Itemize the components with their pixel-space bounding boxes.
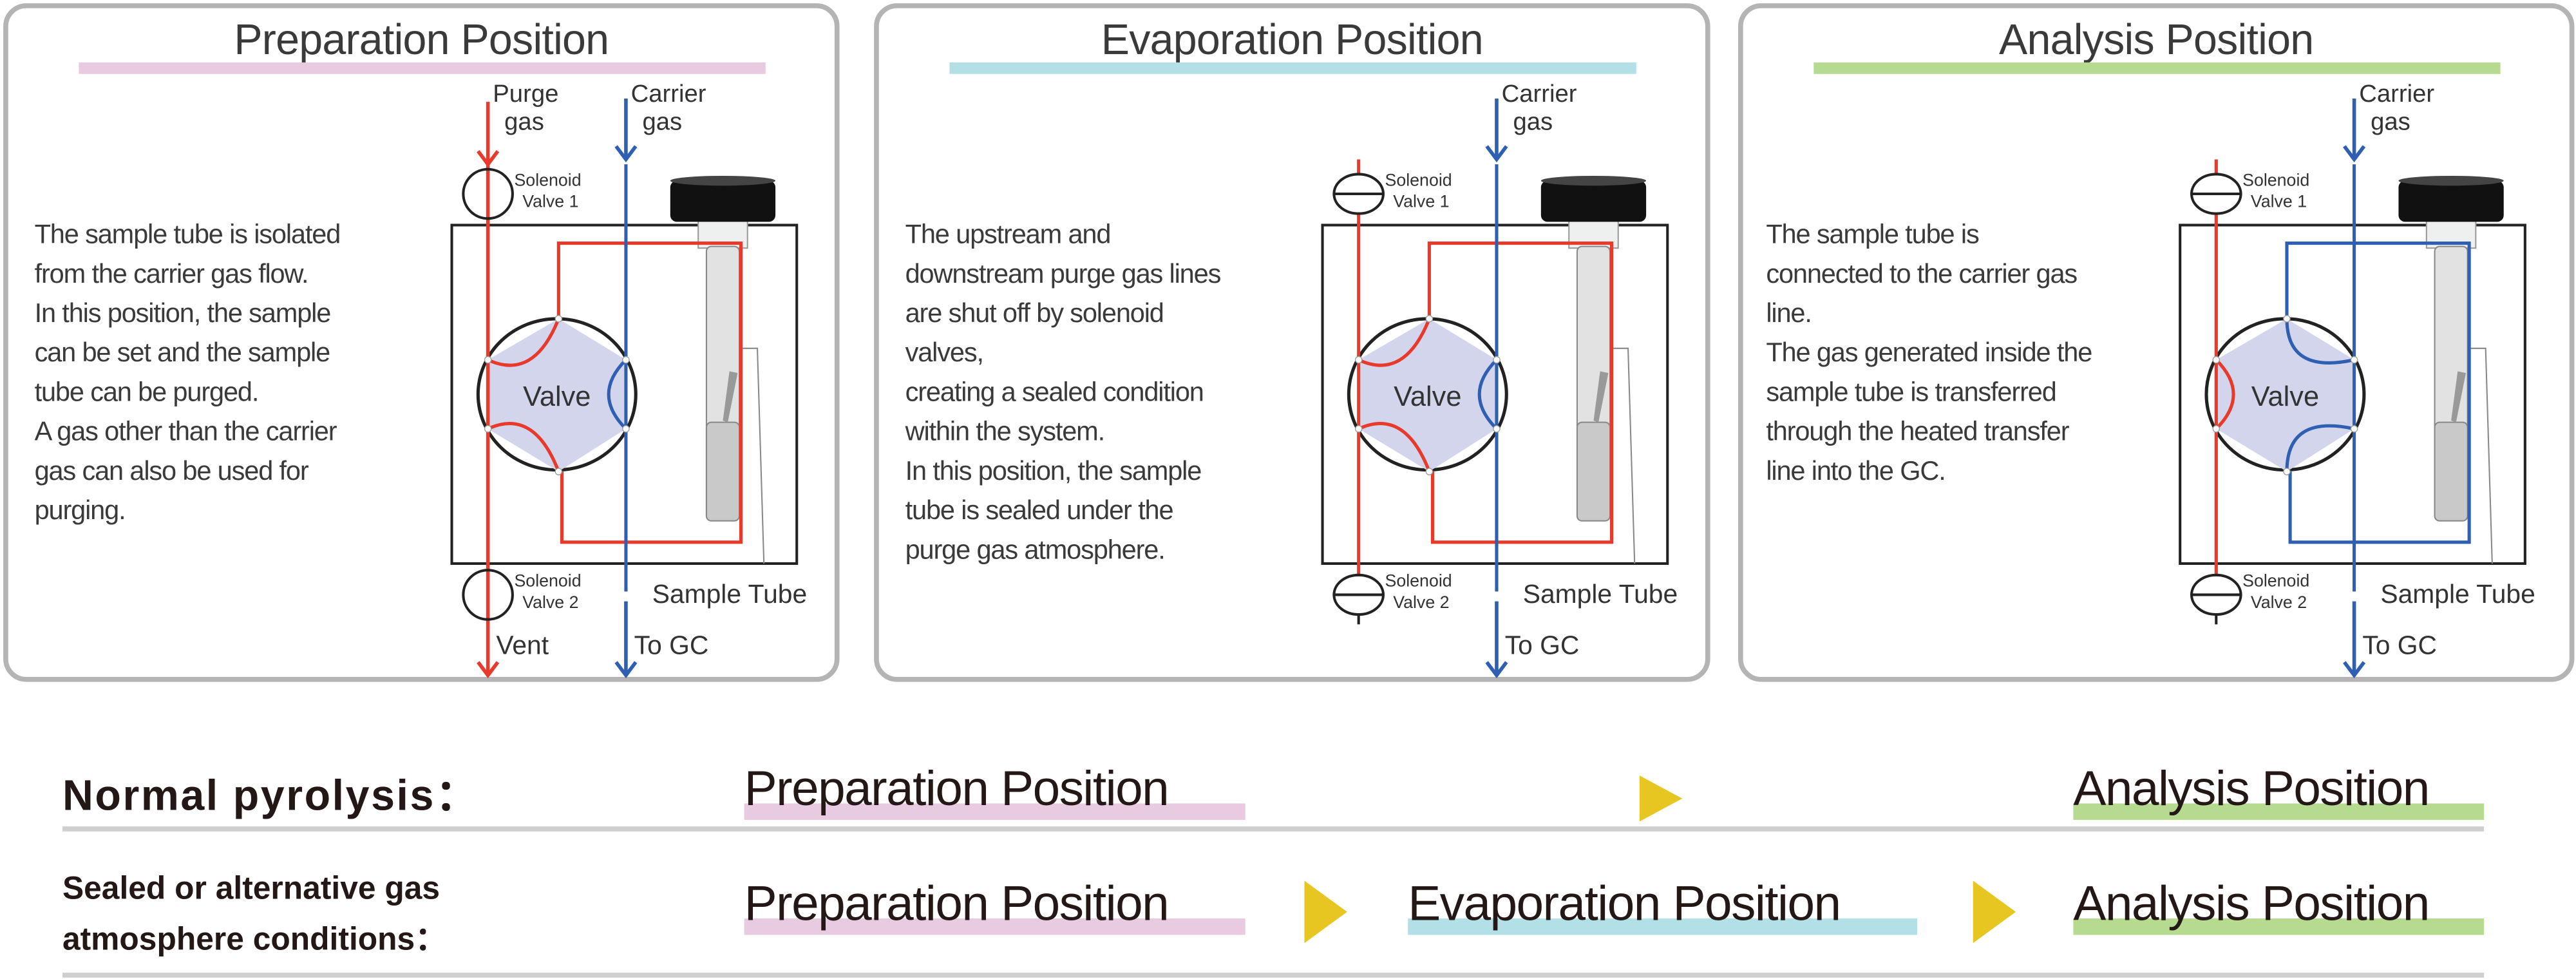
panel-evaporation-position: Evaporation Position The upstream and dow…: [874, 3, 1710, 682]
row-divider: [62, 826, 2485, 832]
panel-title: Analysis Position: [1999, 14, 2314, 64]
description-line: The upstream and: [905, 220, 1112, 250]
title-underline: [1814, 62, 2501, 74]
step-label: Analysis Position: [2073, 762, 2430, 817]
description-line: can be set and the sample: [34, 338, 331, 368]
description-line: downstream purge gas lines: [905, 260, 1222, 289]
panel-description: The sample tube is isolated from the carr…: [35, 215, 341, 531]
row-divider: [62, 973, 2485, 978]
title-underline: [79, 62, 766, 74]
sequence-step: Analysis Position: [2073, 762, 2485, 820]
sequence-step: Preparation Position: [744, 762, 1245, 820]
panel-title: Evaporation Position: [1101, 14, 1484, 64]
sequence-label-line: Sealed or alternative gas: [62, 871, 440, 908]
panel-description: The upstream and downstream purge gas lin…: [905, 215, 1222, 570]
panel-title: Preparation Position: [234, 14, 609, 64]
step-label: Preparation Position: [744, 877, 1170, 932]
description-line: connected to the carrier gas: [1766, 260, 2078, 289]
panel-analysis-position: Analysis Position The sample tube is conn…: [1738, 3, 2575, 682]
description-line: The sample tube is: [1766, 220, 1979, 250]
sequence-step: Analysis Position: [2073, 877, 2485, 935]
description-line: In this position, the sample: [34, 299, 332, 329]
description-line: gas can also be used for: [34, 457, 309, 487]
next-step-arrow-icon: [1639, 775, 1683, 822]
description-line: purging.: [34, 496, 126, 526]
step-label: Evaporation Position: [1408, 877, 1841, 932]
next-step-arrow-icon: [1304, 880, 1347, 944]
panel-description: The sample tube is connected to the carri…: [1766, 215, 2092, 491]
sequence-label-line: Normal pyrolysis：: [62, 770, 480, 820]
next-step-arrow-icon: [1973, 880, 2016, 944]
description-line: tube can be purged.: [34, 377, 260, 408]
sequence-step: Evaporation Position: [1408, 877, 1918, 935]
step-label: Preparation Position: [744, 762, 1170, 817]
description-line: creating a sealed condition: [905, 377, 1204, 408]
description-line: through the heated transfer: [1766, 417, 2069, 447]
sequence-label: Normal pyrolysis：: [62, 763, 480, 823]
description-line: line into the GC.: [1766, 457, 1946, 487]
sequence-label-line: atmosphere conditions：: [62, 922, 447, 958]
description-line: are shut off by solenoid: [905, 299, 1164, 329]
description-line: sample tube is transferred: [1766, 377, 2056, 408]
sequence-label: Sealed or alternative gas atmosphere cond…: [62, 864, 447, 966]
description-line: The sample tube is isolated: [34, 220, 341, 250]
step-label: Analysis Position: [2073, 877, 2430, 932]
description-line: In this position, the sample: [905, 457, 1202, 487]
description-line: from the carrier gas flow.: [34, 260, 309, 289]
description-line: The gas generated inside the: [1766, 338, 2092, 368]
description-line: within the system.: [905, 417, 1106, 447]
panel-preparation-position: Preparation Position The sample tube is …: [3, 3, 840, 682]
description-line: valves,: [905, 338, 984, 368]
description-line: tube is sealed under the: [905, 496, 1174, 526]
title-underline: [949, 62, 1636, 74]
description-line: line.: [1766, 299, 1812, 329]
description-line: purge gas atmosphere.: [905, 535, 1166, 566]
description-line: A gas other than the carrier: [34, 417, 337, 447]
sequence-step: Preparation Position: [744, 877, 1245, 935]
